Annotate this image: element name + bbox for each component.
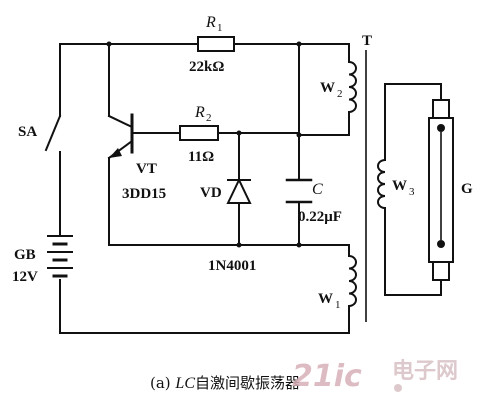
coil-w2 [347,60,357,114]
watermark-brand: 21ic [292,359,362,394]
transistor-label: VT [136,161,157,177]
watermark-site: 电子网 [392,359,458,384]
watermark: 21ic 电子网 [292,359,458,394]
battery-voltage: 12V [12,269,38,285]
r2-label-sub: 2 [206,112,212,124]
r2-value: 11Ω [188,149,214,165]
w3-label-sub: 3 [409,186,415,198]
battery-gb [47,235,73,278]
caption-italic: LC [174,375,195,392]
diode-model: 1N4001 [208,258,256,274]
transistor-vt [107,113,134,160]
diode-label: VD [200,185,222,201]
figure-caption: (a) LC自激间歇振荡器 [150,374,300,392]
r1-label: R [205,14,216,31]
coil-w3 [377,158,387,210]
transformer-label: T [362,33,372,49]
r1-label-sub: 1 [217,22,223,34]
w2-label: W [320,80,335,96]
switch-label: SA [18,124,37,140]
diode-vd [226,177,252,215]
switch-sa [44,114,62,152]
transistor-model: 3DD15 [122,186,166,202]
resistor-r2 [179,125,219,141]
r1-value: 22kΩ [189,59,224,75]
w3-label: W [392,178,407,194]
lamp-label: G [461,181,473,197]
svg-text:(a) LC自激间歇振荡器: (a) LC自激间歇振荡器 [150,374,300,392]
wires [59,43,442,334]
caption-text: 自激间歇振荡器 [195,374,300,392]
capacitor-label: C [312,181,323,198]
coil-w1 [347,254,357,308]
w1-label-sub: 1 [335,299,341,311]
fluorescent-lamp [428,99,454,281]
w2-label-sub: 2 [337,88,343,100]
resistor-r1 [197,36,235,52]
battery-label: GB [14,247,36,263]
capacitor-value: 0.22μF [298,209,342,225]
caption-prefix: (a) [150,374,175,392]
w1-label: W [318,291,333,307]
r2-label: R [194,104,205,121]
capacitor-c [285,178,313,204]
junction-dots [106,41,302,248]
